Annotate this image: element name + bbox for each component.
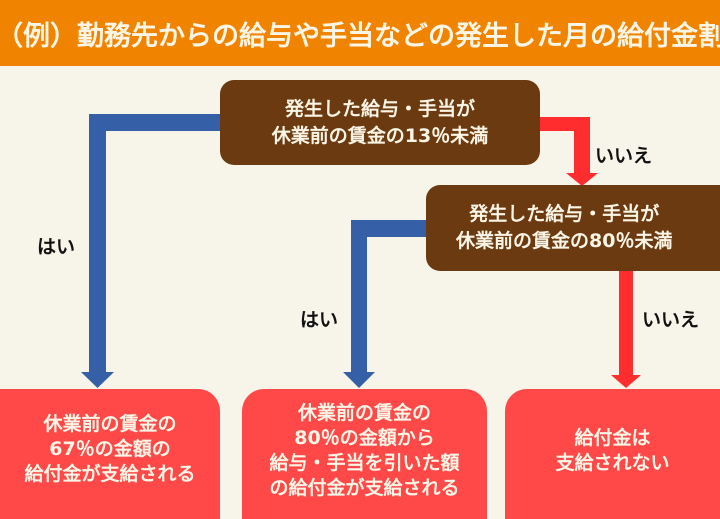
result-2-line-4: の給付金が支給される <box>269 477 460 499</box>
result-box-no-benefit: 給付金は 支給されない <box>505 389 720 519</box>
no-arrow-2-head <box>611 375 641 388</box>
yes-label-1: はい <box>37 236 76 258</box>
result-1-line-3: 給付金が支給される <box>24 462 196 485</box>
page-title: （例）勤務先からの給与や手当などの発生した月の給付金割合 <box>0 21 720 52</box>
result-2-line-2: 80％の金額から <box>294 427 435 449</box>
result-3-line-2: 支給されない <box>555 452 670 474</box>
result-3-line-1: 給付金は <box>574 427 651 449</box>
yes-arrow-2-head <box>343 372 375 388</box>
header-banner: （例）勤務先からの給与や手当などの発生した月の給付金割合 <box>0 0 720 66</box>
yes-arrow-2-shaft <box>351 220 426 372</box>
result-1-line-2: 67％の金額の <box>49 437 171 460</box>
no-arrow-2-shaft <box>619 270 633 376</box>
decision-1-line-2: 休業前の賃金の13％未満 <box>271 124 489 147</box>
result-box-80-percent-minus-wages: 休業前の賃金の 80％の金額から 給与・手当を引いた額 の給付金が支給される <box>242 389 487 519</box>
result-1-line-1: 休業前の賃金の <box>43 412 177 435</box>
result-box-67-percent: 休業前の賃金の 67％の金額の 給付金が支給される <box>0 389 220 519</box>
no-label-2: いいえ <box>642 309 700 331</box>
result-2-line-1: 休業前の賃金の <box>297 402 431 424</box>
no-arrow-1-head <box>566 173 598 186</box>
result-2-line-3: 給与・手当を引いた額 <box>269 452 460 474</box>
yes-arrow-1 <box>81 114 220 388</box>
decision-box-13-percent: 発生した給与・手当が 休業前の賃金の13％未満 <box>220 80 540 165</box>
yes-arrow-2 <box>343 220 426 388</box>
no-arrow-2 <box>611 270 641 388</box>
yes-label-2: はい <box>300 309 339 331</box>
yes-arrow-1-shaft <box>89 114 220 372</box>
decision-2-line-2: 休業前の賃金の80％未満 <box>456 230 673 252</box>
decision-1-line-1: 発生した給与・手当が <box>284 97 475 120</box>
decision-2-line-1: 発生した給与・手当が <box>469 203 660 225</box>
no-arrow-1-shaft <box>540 117 590 173</box>
no-arrow-1 <box>540 117 598 186</box>
no-label-1: いいえ <box>595 145 653 167</box>
decision-box-80-percent: 発生した給与・手当が 休業前の賃金の80％未満 <box>426 185 720 271</box>
yes-arrow-1-head <box>81 372 114 388</box>
